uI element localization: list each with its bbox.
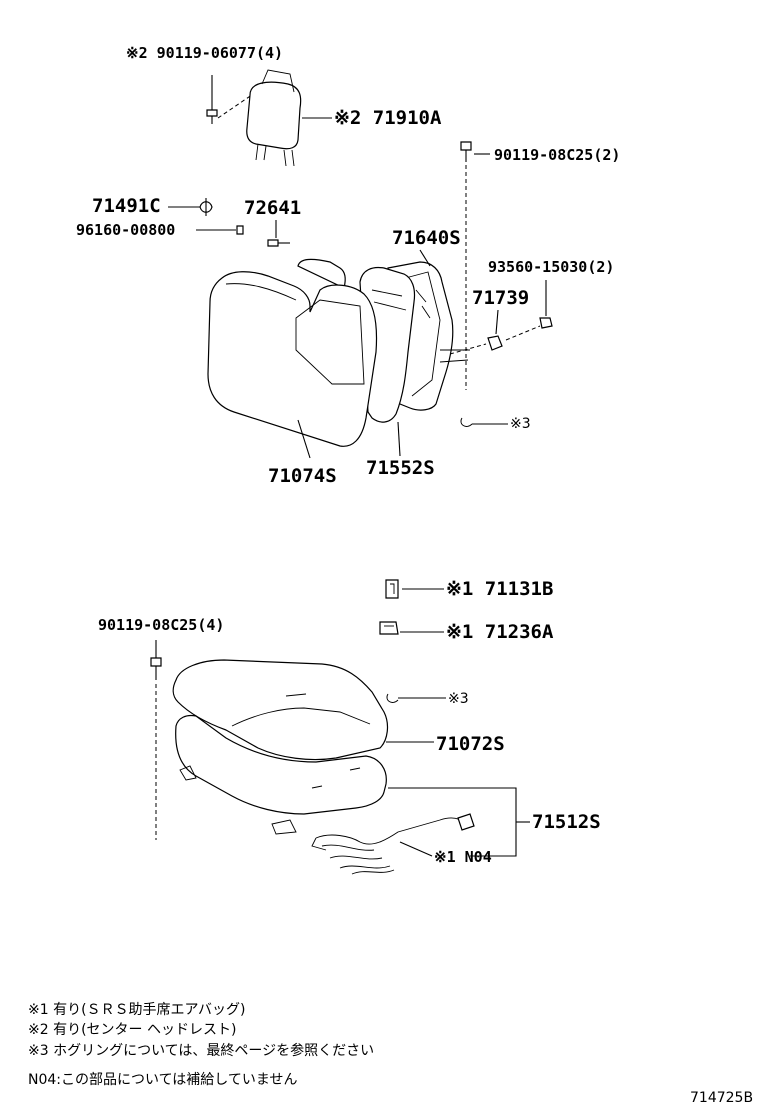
c71512-bracket xyxy=(388,787,517,857)
c71552-leader xyxy=(397,421,401,457)
c71074-leader xyxy=(297,419,311,459)
headrest-icon xyxy=(246,69,302,167)
label-back-bolt: 90119-08C25(2) xyxy=(494,146,620,164)
label-headrest: ※2 71910A xyxy=(334,107,442,129)
headrest-bolt-icon xyxy=(206,75,218,124)
clip-71491c-icon xyxy=(199,198,213,216)
label-72641: 72641 xyxy=(244,197,301,219)
pin-72641-icon xyxy=(267,239,290,247)
n04-leader xyxy=(399,841,433,857)
label-71491c: 71491C xyxy=(92,195,161,217)
footnote-3: ※3 ホグリングについては、最終ページを参照ください xyxy=(28,1042,374,1059)
diagram-id: 714725B xyxy=(690,1090,753,1106)
sensor-71236a-icon xyxy=(379,621,399,635)
label-71640s: 71640S xyxy=(392,227,461,249)
hog-ring-icon xyxy=(460,417,473,427)
seatback-pad-icon xyxy=(359,266,416,423)
label-n04: ※1 N04 xyxy=(434,848,492,866)
c93560-axis xyxy=(505,325,541,341)
label-71074s: 71074S xyxy=(268,465,337,487)
label-back-ring: ※3 xyxy=(510,416,531,432)
c71640-leader xyxy=(419,249,431,267)
label-cushion-bolt: 90119-08C25(4) xyxy=(98,616,224,634)
clip-96160-icon xyxy=(236,225,244,235)
cushion-bolt-icon xyxy=(150,640,162,680)
label-cushion-ring: ※3 xyxy=(448,691,469,707)
footnote-1: ※1 有り(ＳＲＳ助手席エアバッグ) xyxy=(28,1002,245,1018)
footnote-4: N04:この部品については補給していません xyxy=(28,1072,297,1088)
footnote-2: ※2 有り(センター ヘッドレスト) xyxy=(28,1022,236,1038)
nut-93560-icon xyxy=(539,317,553,329)
label-71512s: 71512S xyxy=(532,811,601,833)
label-96160: 96160-00800 xyxy=(76,221,175,239)
wire-harness-icon xyxy=(311,813,475,875)
label-93560: 93560-15030(2) xyxy=(488,258,614,276)
label-71552s: 71552S xyxy=(366,457,435,479)
label-71236a: ※1 71236A xyxy=(446,621,554,643)
c71739-axis xyxy=(449,343,487,355)
c71739-leader xyxy=(495,309,499,335)
label-71131b: ※1 71131B xyxy=(446,578,553,600)
sensor-71131b-icon xyxy=(385,579,399,599)
label-headrest-bolt: ※2 90119-06077(4) xyxy=(126,44,283,62)
cushion-cover-icon xyxy=(172,659,389,761)
label-71072s: 71072S xyxy=(436,733,505,755)
back-bolt-icon xyxy=(460,141,472,162)
hog-ring-icon xyxy=(386,693,399,703)
cushion-pad-icon xyxy=(175,714,387,835)
retainer-71739-icon xyxy=(487,335,503,351)
label-71739: 71739 xyxy=(472,287,529,309)
seatback-cover-icon xyxy=(207,258,378,447)
